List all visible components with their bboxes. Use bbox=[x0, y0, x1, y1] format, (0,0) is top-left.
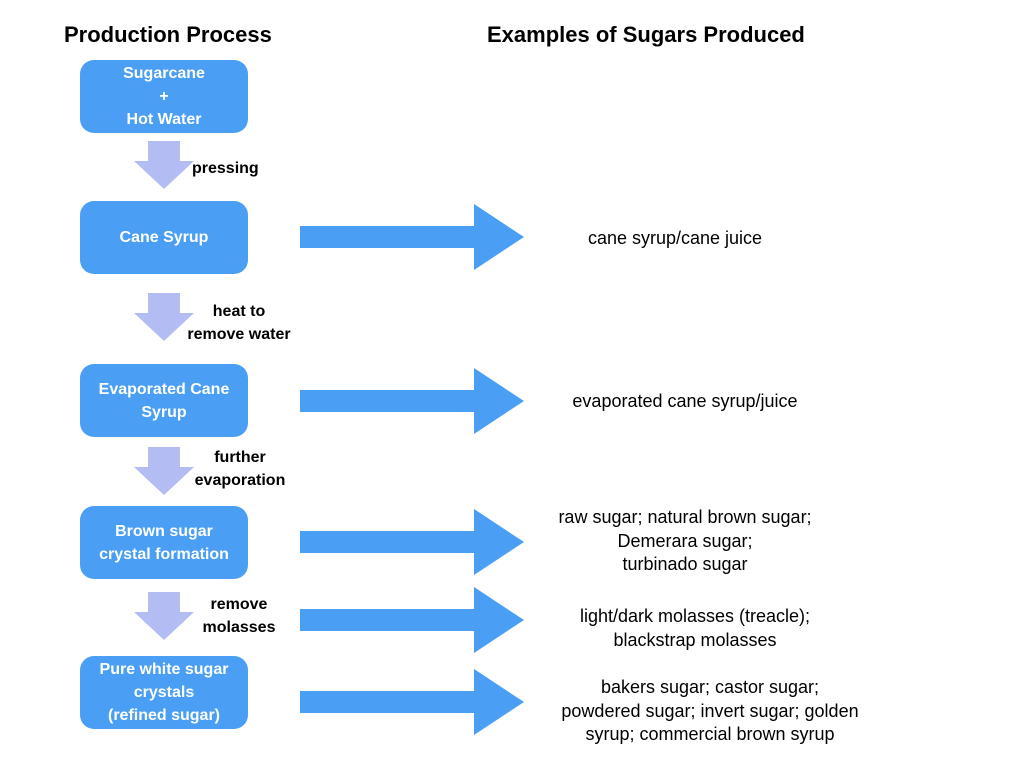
example-molasses: light/dark molasses (treacle); blackstra… bbox=[535, 605, 855, 652]
right-arrow-icon bbox=[300, 509, 524, 575]
example-line: cane syrup/cane juice bbox=[587, 228, 763, 248]
right-arrow-icon bbox=[300, 368, 524, 434]
examples-heading: Examples of Sugars Produced bbox=[487, 22, 805, 47]
stage-box-evaporated-cane-syrup: Evaporated Cane Syrup bbox=[80, 364, 248, 437]
right-arrow-icon bbox=[300, 204, 524, 270]
example-line: bakers sugar; castor sugar; bbox=[600, 677, 820, 697]
stage-line: + bbox=[159, 88, 169, 105]
example-line: raw sugar; natural brown sugar; bbox=[558, 507, 812, 527]
down-arrow-icon bbox=[134, 592, 194, 640]
example-line: light/dark molasses (treacle); bbox=[579, 606, 811, 626]
step-line: evaporation bbox=[194, 472, 286, 489]
right-arrow-icon bbox=[300, 669, 524, 735]
stage-line: (refined sugar) bbox=[107, 707, 220, 724]
step-line: further bbox=[214, 449, 266, 466]
step-label-evaporation: further evaporation bbox=[184, 446, 296, 492]
stage-line: Pure white sugar bbox=[99, 661, 229, 678]
step-line: pressing bbox=[192, 160, 259, 177]
down-arrow-icon bbox=[134, 293, 194, 341]
step-line: molasses bbox=[202, 619, 276, 636]
step-label-pressing: pressing bbox=[192, 157, 259, 180]
example-brown-sugars: raw sugar; natural brown sugar; Demerara… bbox=[535, 506, 835, 577]
down-arrow-icon bbox=[134, 447, 194, 495]
stage-line: Syrup bbox=[141, 403, 187, 421]
step-line: remove bbox=[210, 596, 268, 613]
stage-line: Sugarcane bbox=[123, 65, 205, 82]
example-refined: bakers sugar; castor sugar; powdered sug… bbox=[525, 676, 895, 747]
step-line: heat to bbox=[212, 303, 266, 320]
stage-line: crystals bbox=[133, 684, 195, 701]
stage-box-sugarcane: Sugarcane + Hot Water bbox=[80, 60, 248, 133]
example-line: powdered sugar; invert sugar; golden bbox=[561, 700, 859, 721]
stage-box-white-sugar: Pure white sugar crystals (refined sugar… bbox=[80, 656, 248, 729]
example-line: syrup; commercial brown syrup bbox=[585, 724, 835, 744]
example-line: turbinado sugar bbox=[622, 554, 748, 574]
example-line: evaporated cane syrup/juice bbox=[572, 391, 798, 411]
stage-box-brown-sugar: Brown sugar crystal formation bbox=[80, 506, 248, 579]
example-line: blackstrap molasses bbox=[613, 629, 777, 650]
stage-line: Hot Water bbox=[126, 111, 202, 128]
step-label-heat: heat to remove water bbox=[178, 300, 300, 346]
stage-line: crystal formation bbox=[99, 545, 229, 563]
right-arrow-icon bbox=[300, 587, 524, 653]
stage-line: Evaporated Cane bbox=[98, 380, 230, 398]
stage-line: Cane Syrup bbox=[119, 229, 209, 246]
down-arrow-icon bbox=[134, 141, 194, 189]
step-line: remove water bbox=[187, 326, 291, 343]
example-cane-syrup: cane syrup/cane juice bbox=[535, 227, 815, 251]
example-line: Demerara sugar; bbox=[617, 530, 753, 551]
production-process-heading: Production Process bbox=[64, 22, 272, 47]
example-evaporated: evaporated cane syrup/juice bbox=[535, 390, 835, 414]
stage-line: Brown sugar bbox=[115, 522, 213, 540]
stage-box-cane-syrup: Cane Syrup bbox=[80, 201, 248, 274]
step-label-remove-molasses: remove molasses bbox=[194, 593, 284, 639]
